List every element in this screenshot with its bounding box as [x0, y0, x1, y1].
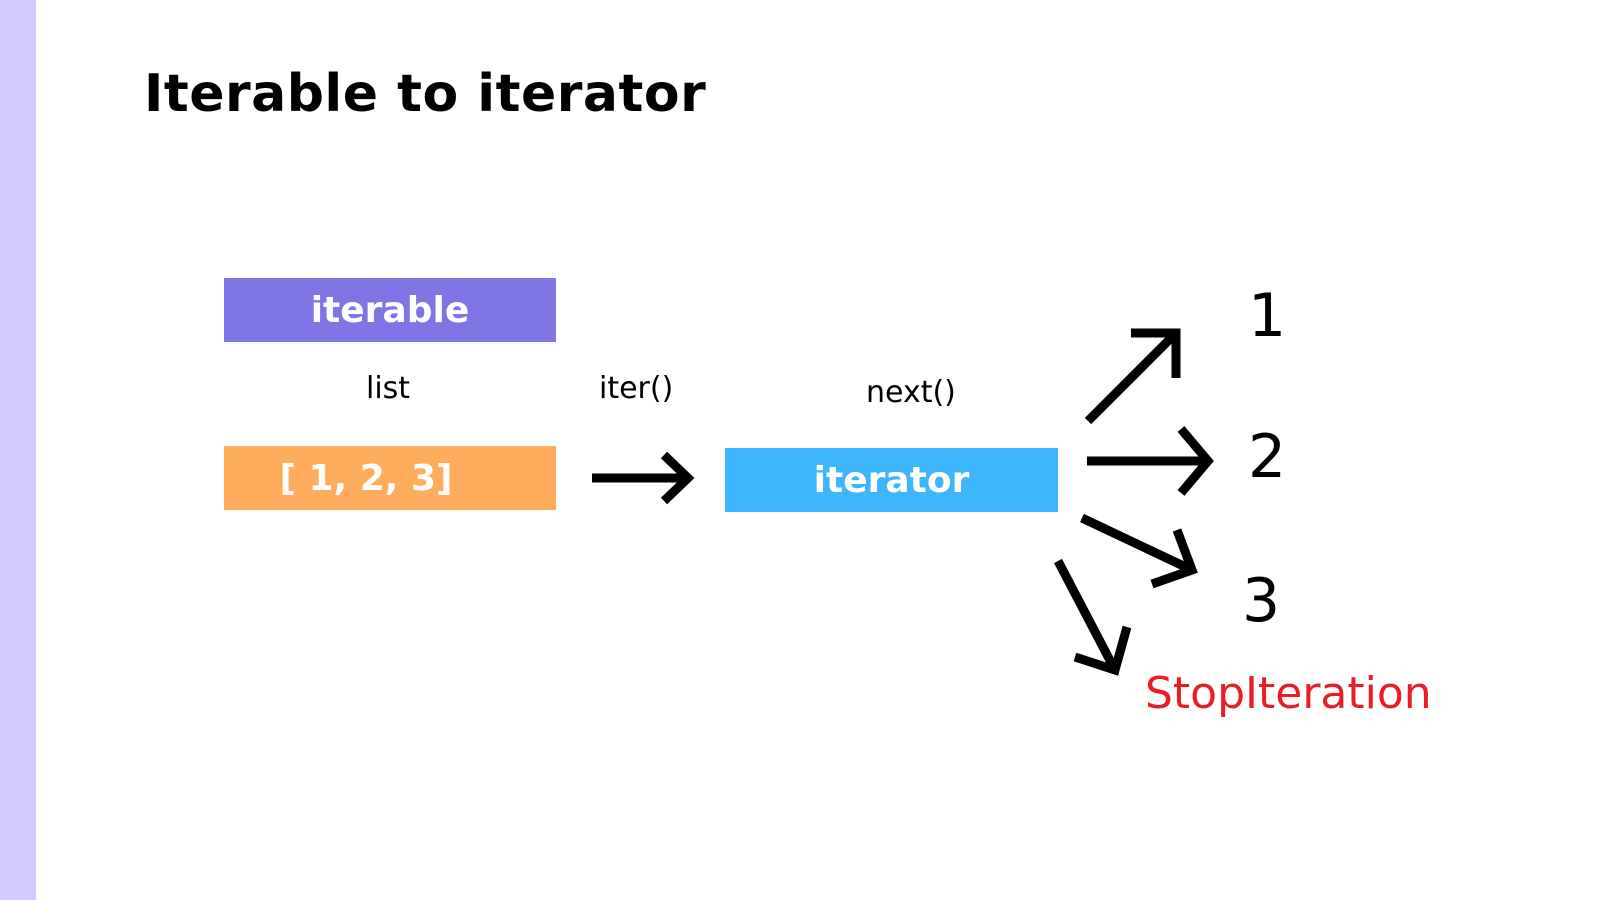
- list-label: list: [366, 371, 411, 406]
- next-call-label: next(): [866, 375, 956, 410]
- output-value-2: 2: [1248, 422, 1287, 492]
- arrow-to-3-icon: [1080, 513, 1198, 589]
- page-title: Iterable to iterator: [144, 64, 707, 124]
- side-stripe: [0, 0, 36, 900]
- output-value-3: 3: [1242, 566, 1281, 636]
- list-value-box: [ 1, 2, 3]: [224, 446, 556, 510]
- arrow-to-2-icon: [1087, 426, 1214, 496]
- iterator-label: iterator: [813, 459, 970, 501]
- iter-arrow-icon: [592, 451, 695, 505]
- output-value-1: 1: [1248, 281, 1287, 351]
- iterable-box: iterable: [224, 278, 556, 342]
- iter-call-label: iter(): [599, 371, 674, 406]
- list-value-label: [ 1, 2, 3]: [279, 457, 453, 499]
- arrow-to-stop-icon: [1054, 558, 1132, 676]
- arrow-to-1-icon: [1084, 328, 1181, 425]
- iterator-box: iterator: [725, 448, 1058, 512]
- stop-iteration-label: StopIteration: [1145, 668, 1432, 719]
- iterable-label: iterable: [310, 289, 470, 331]
